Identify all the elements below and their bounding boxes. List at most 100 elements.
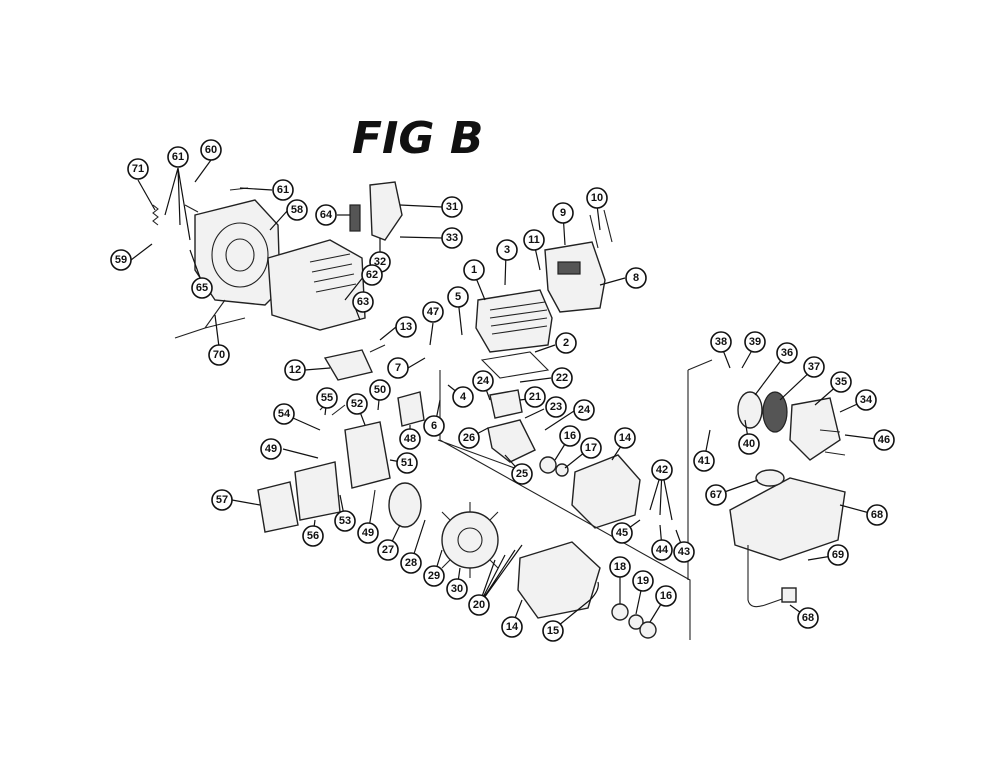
- callout-55: 55: [316, 387, 338, 409]
- callout-57: 57: [211, 489, 233, 511]
- svg-text:45: 45: [616, 527, 628, 539]
- callout-17: 17: [580, 437, 602, 459]
- callout-51: 51: [396, 452, 418, 474]
- callout-28: 28: [400, 552, 422, 574]
- fuel-cap-part: [755, 469, 785, 487]
- bearing-part: [539, 456, 557, 474]
- callout-4: 4: [452, 386, 474, 408]
- fuel-tank-part: [729, 477, 846, 561]
- svg-text:3: 3: [504, 244, 510, 256]
- callout-65: 65: [191, 277, 213, 299]
- callout-9: 9: [552, 202, 574, 224]
- svg-text:63: 63: [357, 296, 369, 308]
- svg-text:49: 49: [362, 527, 374, 539]
- callout-45: 45: [611, 522, 633, 544]
- engine-cover-part: [267, 239, 366, 331]
- svg-text:16: 16: [660, 590, 672, 602]
- svg-text:8: 8: [633, 272, 639, 284]
- callout-64: 64: [315, 204, 337, 226]
- callout-58: 58: [286, 199, 308, 221]
- callout-16-b: 16: [655, 585, 677, 607]
- spark-plug-part: [349, 204, 361, 232]
- svg-text:46: 46: [878, 434, 890, 446]
- svg-text:25: 25: [516, 468, 528, 480]
- callout-38: 38: [710, 331, 732, 353]
- gasket-part: [480, 351, 550, 379]
- svg-text:39: 39: [749, 336, 761, 348]
- svg-text:54: 54: [278, 408, 291, 420]
- svg-text:58: 58: [291, 204, 303, 216]
- callout-49: 49: [260, 438, 282, 460]
- callout-69: 69: [827, 544, 849, 566]
- callout-22: 22: [551, 367, 573, 389]
- callout-12: 12: [284, 359, 306, 381]
- air-filter-cover-part: [257, 481, 299, 533]
- svg-text:51: 51: [401, 457, 413, 469]
- callout-25: 25: [511, 463, 533, 485]
- spring-part: [152, 204, 159, 226]
- svg-text:17: 17: [585, 442, 597, 454]
- svg-text:22: 22: [556, 372, 568, 384]
- svg-text:20: 20: [473, 599, 485, 611]
- callout-68-b: 68: [797, 607, 819, 629]
- svg-text:30: 30: [451, 583, 463, 595]
- callout-7: 7: [387, 357, 409, 379]
- svg-text:14: 14: [506, 621, 519, 633]
- crankcase-lower-part: [517, 541, 601, 619]
- svg-text:47: 47: [427, 306, 439, 318]
- callout-71: 71: [127, 158, 149, 180]
- callout-11: 11: [523, 229, 545, 251]
- svg-text:59: 59: [115, 254, 127, 266]
- callout-41: 41: [693, 450, 715, 472]
- callout-6: 6: [423, 415, 445, 437]
- callout-18: 18: [609, 556, 631, 578]
- callout-50: 50: [369, 379, 391, 401]
- svg-text:50: 50: [374, 384, 386, 396]
- svg-text:29: 29: [428, 570, 440, 582]
- callout-10: 10: [586, 187, 608, 209]
- svg-text:27: 27: [382, 544, 394, 556]
- callout-56: 56: [302, 525, 324, 547]
- svg-text:16: 16: [564, 430, 576, 442]
- svg-text:19: 19: [637, 575, 649, 587]
- intake-part: [397, 391, 425, 427]
- svg-text:12: 12: [289, 364, 301, 376]
- recoil-spring-part: [762, 391, 788, 433]
- deflector-part: [323, 349, 373, 381]
- callout-47: 47: [422, 301, 444, 323]
- svg-text:60: 60: [205, 144, 217, 156]
- callout-5: 5: [447, 286, 469, 308]
- svg-text:43: 43: [678, 546, 690, 558]
- callout-21: 21: [524, 386, 546, 408]
- flywheel-part: [441, 511, 499, 569]
- carburetor-part: [344, 421, 391, 489]
- callout-29: 29: [423, 565, 445, 587]
- callout-24-b: 24: [573, 399, 595, 421]
- svg-text:35: 35: [835, 376, 847, 388]
- callout-16: 16: [559, 425, 581, 447]
- svg-text:57: 57: [216, 494, 228, 506]
- svg-text:48: 48: [404, 433, 416, 445]
- svg-text:53: 53: [339, 515, 351, 527]
- svg-text:42: 42: [656, 464, 668, 476]
- svg-text:52: 52: [351, 398, 363, 410]
- svg-text:21: 21: [529, 391, 541, 403]
- svg-text:56: 56: [307, 530, 319, 542]
- callout-60: 60: [200, 139, 222, 161]
- svg-text:64: 64: [320, 209, 333, 221]
- svg-text:67: 67: [710, 489, 722, 501]
- svg-text:2: 2: [563, 337, 569, 349]
- callout-26: 26: [458, 427, 480, 449]
- svg-text:37: 37: [808, 361, 820, 373]
- svg-text:13: 13: [400, 321, 412, 333]
- svg-text:61: 61: [277, 184, 289, 196]
- callout-42: 42: [651, 459, 673, 481]
- svg-text:7: 7: [395, 362, 401, 374]
- callout-61: 61: [167, 146, 189, 168]
- callout-20: 20: [468, 594, 490, 616]
- svg-text:34: 34: [860, 394, 873, 406]
- callout-27: 27: [377, 539, 399, 561]
- callout-48: 48: [399, 428, 421, 450]
- fuel-line-part: [747, 545, 786, 608]
